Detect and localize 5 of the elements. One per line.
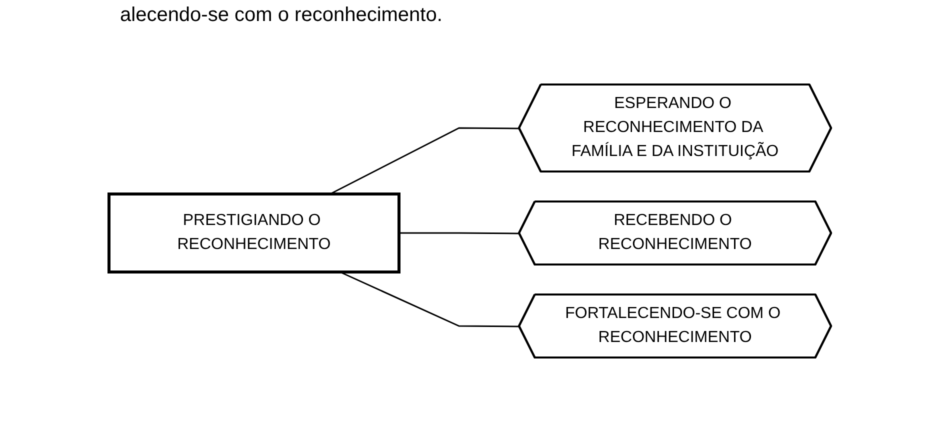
text-fragment: alecendo-se com o reconhecimento.	[120, 4, 444, 27]
connector	[330, 127, 520, 195]
node-box: PRESTIGIANDO O RECONHECIMENTO	[107, 192, 400, 274]
connector	[340, 271, 520, 328]
connector	[398, 232, 520, 234]
